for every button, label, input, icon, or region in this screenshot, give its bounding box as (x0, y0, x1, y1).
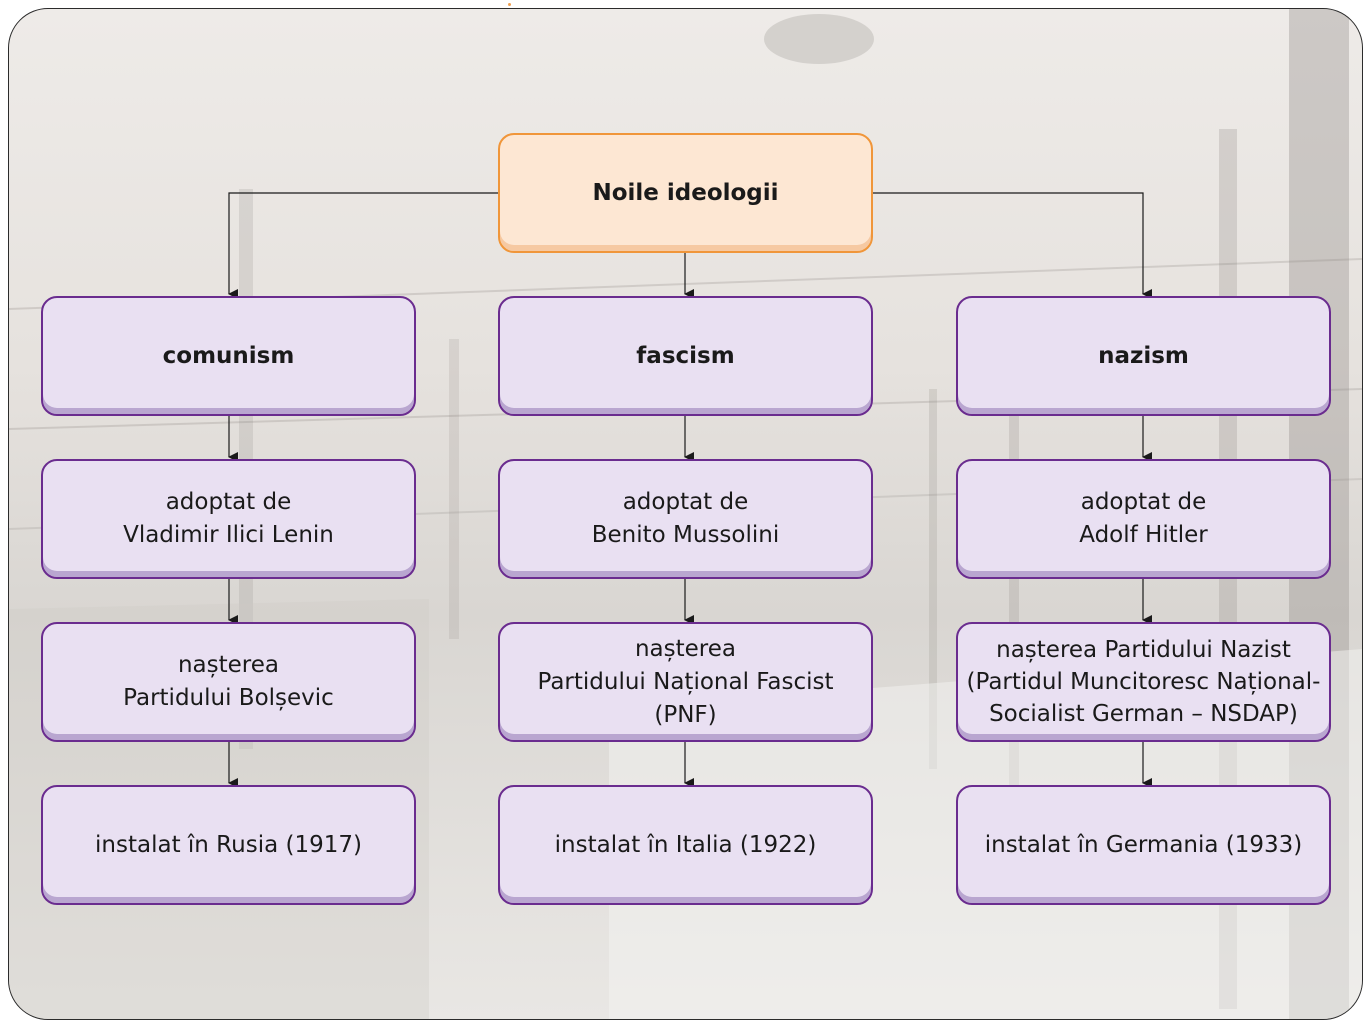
leader-label: adoptat de Vladimir Ilici Lenin (123, 489, 334, 548)
party-label: nașterea Partidului Bolșevic (123, 652, 334, 711)
leader-node-nazism: adoptat de Adolf Hitler (956, 459, 1331, 579)
leader-node-comunism: adoptat de Vladimir Ilici Lenin (41, 459, 416, 579)
party-node-nazism: nașterea Partidului Nazist (Partidul Mun… (956, 622, 1331, 742)
ideology-label: comunism (162, 342, 295, 369)
installed-label: instalat în Germania (1933) (984, 831, 1303, 858)
installed-node-fascism: instalat în Italia (1922) (498, 785, 873, 905)
party-label: nașterea Partidului Național Fascist (PN… (537, 635, 834, 728)
ideology-label: fascism (636, 342, 735, 369)
ideology-node-comunism: comunism (41, 296, 416, 416)
connector-root-right (873, 192, 1152, 299)
installed-node-nazism: instalat în Germania (1933) (956, 785, 1331, 905)
root-label: Noile ideologii (592, 180, 779, 206)
leader-label: adoptat de Adolf Hitler (1079, 489, 1208, 548)
party-node-comunism: nașterea Partidului Bolșevic (41, 622, 416, 742)
leader-label: adoptat de Benito Mussolini (591, 489, 780, 548)
ideology-label: nazism (1098, 342, 1189, 369)
root-node: Noile ideologii (498, 133, 873, 253)
leader-node-fascism: adoptat de Benito Mussolini (498, 459, 873, 579)
party-label: nașterea Partidului Nazist (Partidul Mun… (966, 637, 1321, 727)
connector-root-left (228, 192, 498, 299)
ideology-node-nazism: nazism (956, 296, 1331, 416)
ideology-node-fascism: fascism (498, 296, 873, 416)
installed-node-comunism: instalat în Rusia (1917) (41, 785, 416, 905)
installed-label: instalat în Rusia (1917) (95, 831, 362, 858)
installed-label: instalat în Italia (1922) (554, 831, 817, 858)
party-node-fascism: nașterea Partidului Național Fascist (PN… (498, 622, 873, 742)
accent-dot (508, 3, 511, 6)
